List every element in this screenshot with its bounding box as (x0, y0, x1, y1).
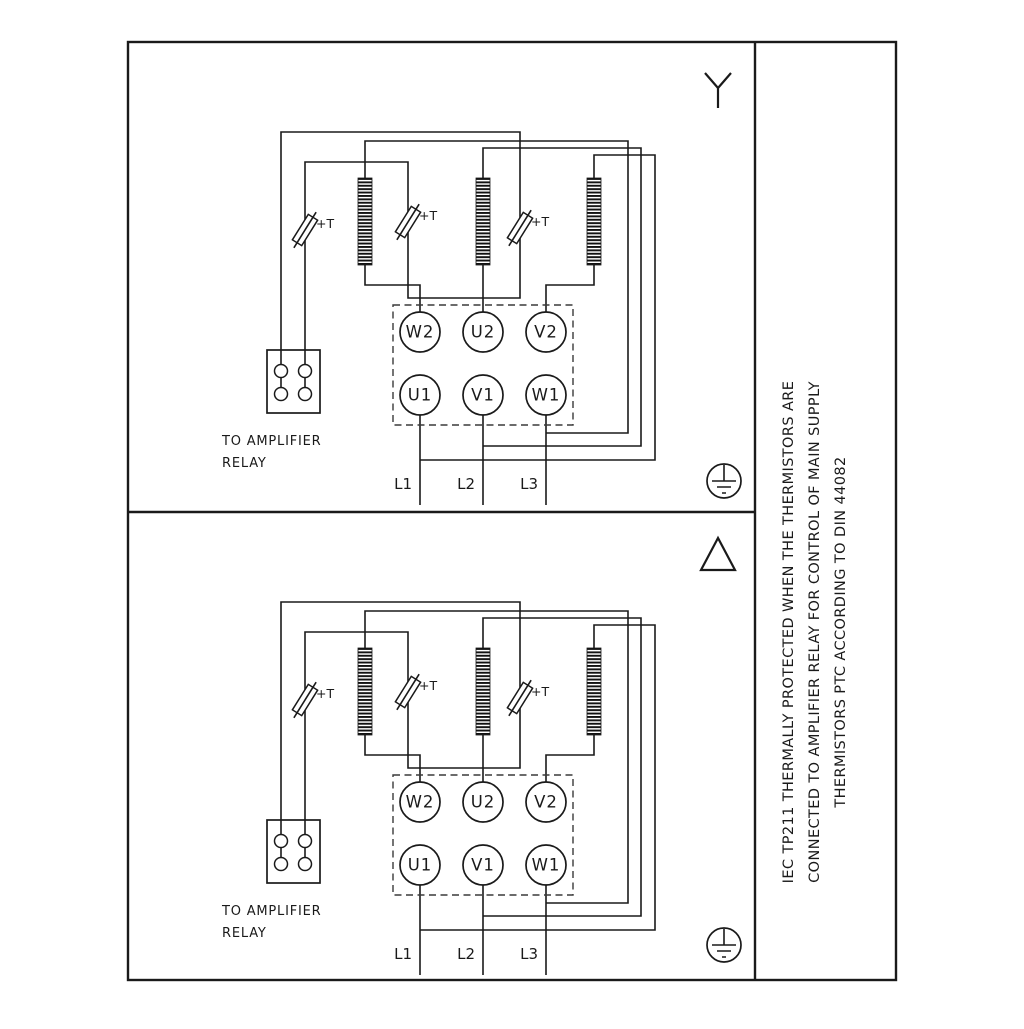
winding-bar (475, 177, 491, 266)
terminal-w1: W1 (525, 844, 567, 886)
thermistor-icon: +T (291, 211, 334, 249)
terminal-label: U1 (408, 856, 433, 875)
terminal-label: W1 (532, 856, 561, 875)
terminal-label: W2 (406, 793, 435, 812)
thermistor-circuit-wiring (280, 601, 521, 858)
amplifier-relay-connector (266, 819, 321, 884)
supply-label-l2: L2 (457, 945, 475, 963)
thermistor-icon: +T (506, 209, 549, 247)
terminal-u2: U2 (462, 311, 504, 353)
delta-symbol (699, 535, 737, 572)
terminal-label: U2 (471, 323, 496, 342)
side-note-line-3: THERMISTORS PTC ACCORDING TO DIN 44082 (833, 456, 849, 808)
winding-bar (586, 647, 602, 736)
winding-bar (357, 177, 373, 266)
terminal-label: V2 (534, 323, 558, 342)
supply-label-l3: L3 (520, 475, 538, 493)
terminal-label: U2 (471, 793, 496, 812)
winding-wiring (364, 140, 656, 461)
terminal-label: W1 (532, 386, 561, 405)
relay-caption-line2: RELAY (222, 926, 267, 941)
terminal-w2: W2 (399, 311, 441, 353)
terminal-u1: U1 (399, 844, 441, 886)
supply-label-l3: L3 (520, 945, 538, 963)
thermistor-label: +T (531, 684, 549, 699)
terminal-u1: U1 (399, 374, 441, 416)
winding-wiring (364, 610, 656, 931)
supply-label-l1: L1 (394, 475, 412, 493)
terminal-label: U1 (408, 386, 433, 405)
terminal-label: V2 (534, 793, 558, 812)
thermistor-label: +T (316, 686, 334, 701)
terminal-v1: V1 (462, 374, 504, 416)
thermistor-label: +T (419, 678, 437, 693)
winding-bar (475, 647, 491, 736)
supply-wiring (419, 415, 547, 505)
side-note-line-2: CONNECTED TO AMPLIFIER RELAY FOR CONTROL… (807, 381, 823, 883)
supply-label-l2: L2 (457, 475, 475, 493)
terminal-label: V1 (471, 386, 495, 405)
winding-bar (357, 647, 373, 736)
winding-bar (586, 177, 602, 266)
supply-label-l1: L1 (394, 945, 412, 963)
thermistor-label: +T (316, 216, 334, 231)
relay-caption-line1: TO AMPLIFIER (221, 904, 322, 919)
terminal-label: W2 (406, 323, 435, 342)
terminal-w2: W2 (399, 781, 441, 823)
terminal-v1: V1 (462, 844, 504, 886)
terminal-w1: W1 (525, 374, 567, 416)
thermistor-icon: +T (506, 679, 549, 717)
thermistor-icon: +T (291, 681, 334, 719)
thermistor-icon: +T (394, 673, 437, 711)
star-symbol (704, 72, 732, 108)
supply-wiring (419, 885, 547, 975)
thermistor-label: +T (419, 208, 437, 223)
amplifier-relay-connector (266, 349, 321, 414)
ground-icon (706, 463, 742, 499)
thermistor-circuit-wiring (280, 131, 521, 388)
side-note: IEC TP211 THERMALLY PROTECTED WHEN THE T… (781, 381, 849, 884)
relay-caption-line1: TO AMPLIFIER (221, 434, 322, 449)
side-note-line-1: IEC TP211 THERMALLY PROTECTED WHEN THE T… (781, 381, 797, 884)
star-connection-panel: +T +T +T W2 U2 V2 (221, 72, 742, 505)
thermistor-icon: +T (394, 203, 437, 241)
terminal-label: V1 (471, 856, 495, 875)
delta-connection-panel: +T +T +T W2 U2 V2 (221, 535, 742, 975)
terminal-v2: V2 (525, 311, 567, 353)
terminal-v2: V2 (525, 781, 567, 823)
terminal-u2: U2 (462, 781, 504, 823)
ground-icon (706, 927, 742, 963)
relay-caption-line2: RELAY (222, 456, 267, 471)
thermistor-label: +T (531, 214, 549, 229)
